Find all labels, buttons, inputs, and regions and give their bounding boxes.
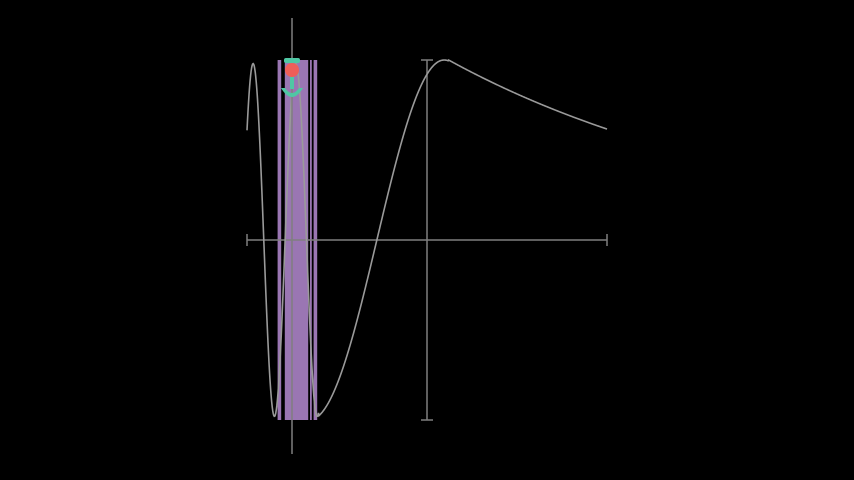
probe[interactable] bbox=[281, 18, 303, 454]
pin-icon[interactable] bbox=[281, 58, 303, 97]
pin-stem bbox=[290, 77, 294, 89]
pin-cup bbox=[281, 88, 303, 97]
pin-dot bbox=[285, 63, 299, 77]
function-curve bbox=[246, 58, 608, 418]
pin-top-bar bbox=[284, 58, 300, 63]
